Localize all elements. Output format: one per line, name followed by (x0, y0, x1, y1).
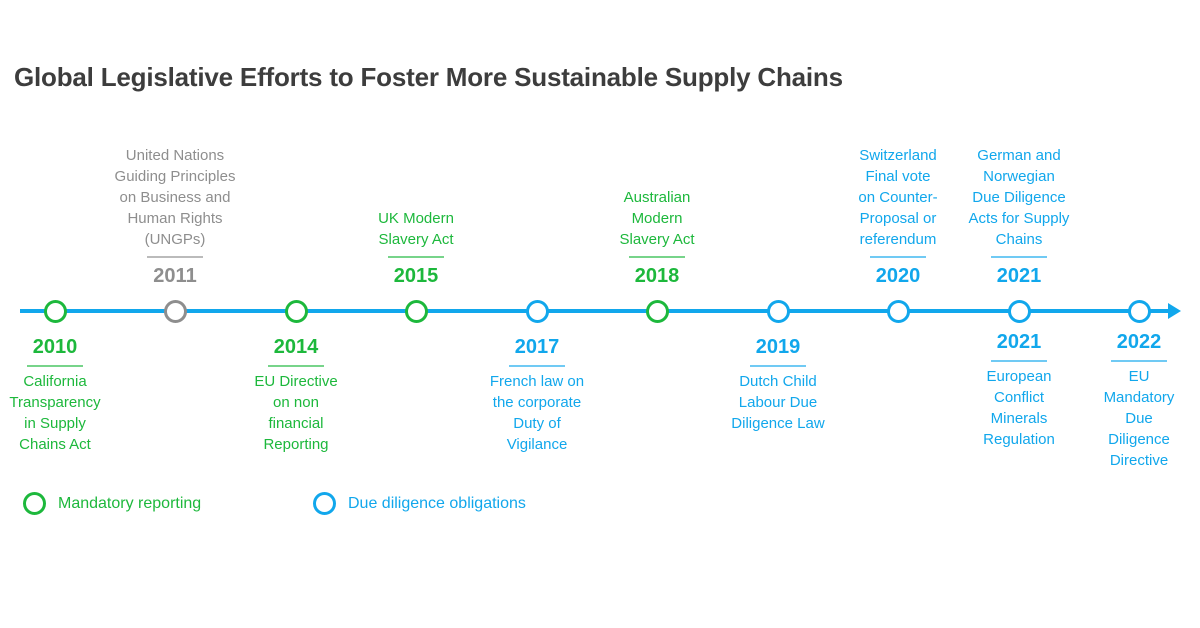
event-divider (27, 365, 83, 367)
timeline-event: United Nations Guiding Principles on Bus… (110, 145, 240, 288)
event-divider (750, 365, 806, 367)
event-year: 2011 (153, 265, 197, 287)
event-divider (629, 256, 685, 258)
event-description: German and Norwegian Due Diligence Acts … (968, 147, 1070, 248)
legend-label: Mandatory reporting (58, 494, 202, 512)
timeline-node-icon (767, 300, 790, 323)
timeline-event: Australian Modern Slavery Act 2018 (592, 187, 722, 288)
legend-mandatory-reporting: Mandatory reporting (23, 492, 201, 515)
event-year: 2015 (393, 265, 439, 287)
event-divider (147, 256, 203, 258)
timeline-node-icon (44, 300, 67, 323)
event-year: 2020 (875, 265, 921, 287)
timeline-event: Switzerland Final vote on Counter- Propo… (833, 145, 963, 288)
event-year: 2021 (996, 331, 1042, 353)
event-year: 2014 (273, 336, 319, 358)
event-year: 2022 (1116, 331, 1162, 353)
timeline-axis (20, 309, 1172, 313)
timeline-event: 2014 EU Directive on non financial Report… (231, 335, 361, 455)
event-divider (268, 365, 324, 367)
timeline-event: UK Modern Slavery Act 2015 (351, 208, 481, 288)
event-description: UK Modern Slavery Act (378, 210, 454, 248)
green-circle-icon (23, 492, 46, 515)
event-year: 2010 (32, 336, 78, 358)
event-description: EU Directive on non financial Reporting (254, 373, 338, 453)
event-divider (1111, 360, 1167, 362)
timeline-node-icon (646, 300, 669, 323)
timeline-node-icon (1128, 300, 1151, 323)
timeline-event: 2022 EU Mandatory Due Diligence Directive (1074, 330, 1200, 471)
event-divider (991, 360, 1047, 362)
event-divider (870, 256, 926, 258)
legend-label: Due diligence obligations (348, 494, 526, 512)
event-description: Dutch Child Labour Due Diligence Law (731, 373, 825, 432)
event-divider (388, 256, 444, 258)
event-divider (991, 256, 1047, 258)
event-year: 2017 (514, 336, 560, 358)
event-description: California Transparency in Supply Chains… (9, 373, 101, 453)
timeline-node-icon (887, 300, 910, 323)
event-description: Switzerland Final vote on Counter- Propo… (858, 147, 938, 248)
event-year: 2021 (996, 265, 1042, 287)
timeline-node-icon (1008, 300, 1031, 323)
timeline-node-icon (526, 300, 549, 323)
event-year: 2019 (755, 336, 801, 358)
event-year: 2018 (634, 265, 680, 287)
blue-circle-icon (313, 492, 336, 515)
timeline-arrow-icon (1168, 303, 1181, 319)
timeline-node-icon (285, 300, 308, 323)
event-description: Australian Modern Slavery Act (619, 189, 695, 248)
timeline-node-icon (405, 300, 428, 323)
event-divider (509, 365, 565, 367)
event-description: EU Mandatory Due Diligence Directive (1103, 368, 1175, 469)
event-description: European Conflict Minerals Regulation (983, 368, 1055, 448)
event-description: United Nations Guiding Principles on Bus… (114, 147, 236, 248)
timeline-node-icon (164, 300, 187, 323)
event-description: French law on the corporate Duty of Vigi… (489, 373, 585, 453)
page-title: Global Legislative Efforts to Foster Mor… (14, 62, 843, 92)
timeline-event: German and Norwegian Due Diligence Acts … (954, 145, 1084, 288)
legend-due-diligence: Due diligence obligations (313, 492, 526, 515)
